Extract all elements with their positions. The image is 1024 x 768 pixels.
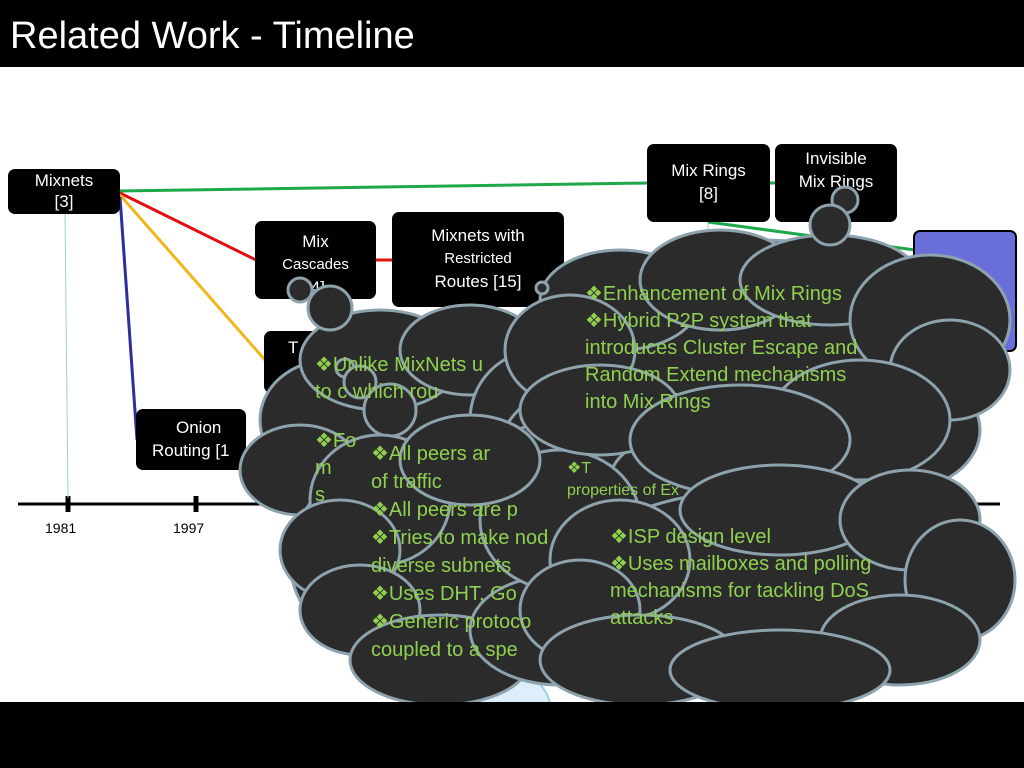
cloud-2-bullet-5: ❖Generic protoco [371, 611, 532, 633]
cloud-3-bullet-2d: into Mix Rings [585, 391, 711, 413]
blue-link-onion [118, 196, 139, 441]
cloud-1-bullet-1b: to c which rou [315, 381, 439, 403]
cloud-4-text: ❖T properties of Ex [567, 458, 679, 502]
cloud-2-bullet-1: ❖All peers ar [371, 443, 491, 465]
cloud-5-bullet-2c: attacks [610, 607, 674, 629]
cloud-2-bullet-2: ❖All peers are p [371, 499, 518, 521]
cloud-3-bullet-2b: introduces Cluster Escape and [585, 337, 858, 359]
box-mixnets[interactable]: Mixnets [3] [8, 169, 120, 214]
box-mixnets-restricted-line1: Mixnets with [431, 226, 525, 245]
cloud-1-bullet-1: ❖Unlike MixNets u [315, 354, 483, 376]
cloud-3-tail-left [534, 280, 550, 296]
cloud-2-bullet-3: ❖Tries to make nod [371, 527, 549, 549]
slide-title: Related Work - Timeline [10, 15, 415, 57]
cloud-5 [518, 463, 1017, 712]
cloud-5-bullet-1: ❖ISP design level [610, 526, 771, 548]
mixnets-year-connector [64, 212, 69, 499]
cloud-4-partial-1: ❖T [567, 460, 592, 477]
box-mix-cascades-line1: Mix [302, 232, 329, 251]
cloud-5-bullet-2b: mechanisms for tackling DoS [610, 580, 869, 602]
box-invisible-mix-rings-line2: Mix Rings [798, 172, 874, 191]
cloud-tail-cascades-1 [286, 276, 314, 304]
box-onion-routing-line1: Onion [176, 418, 222, 437]
cloud-5-text: ❖ISP design level ❖Uses mailboxes and po… [610, 524, 871, 632]
box-mix-cascades-line2: Cascades [282, 256, 349, 273]
box-mix-rings-line2: [8] [699, 184, 718, 203]
box-mix-rings[interactable]: Mix Rings [8] [647, 144, 770, 222]
cloud-2-bullet-5b: coupled to a spe [371, 639, 518, 661]
box-mixnets-restricted-line2: Restricted [444, 250, 512, 267]
green-link-mixrings [119, 181, 649, 193]
box-mix-rings-line1: Mix Rings [671, 161, 746, 180]
cloud-3-bullet-2c: Random Extend mechanisms [585, 364, 847, 386]
cloud-4-partial-2: properties of Ex [567, 482, 680, 499]
cloud-2-bullet-1b: of traffic [371, 471, 442, 493]
cloud-1-text: ❖Unlike MixNets u to c which rou ❖Fo m s [315, 352, 483, 509]
box-mixnets-restricted-line3: Routes [15] [434, 272, 522, 291]
box-mixnets-line2: [3] [54, 192, 74, 211]
box-onion-routing[interactable]: Onion Routing [1 [136, 409, 246, 470]
yellow-link-tarzan [118, 194, 267, 361]
cloud-1-tail-medium [342, 364, 378, 400]
cloud-2-bullet-3b: diverse subnets [371, 555, 512, 577]
box-tarzan-line1: T [288, 338, 299, 357]
cloud-2-bullet-4: ❖Uses DHT, Go [371, 583, 517, 605]
box-mixnets-line1: Mixnets [34, 171, 94, 190]
box-invisible-mix-rings-line1: Invisible [805, 149, 867, 168]
cloud-1-bullet-2c: s [315, 484, 325, 506]
cloud-3-bullet-1: ❖Enhancement of Mix Rings [585, 283, 842, 305]
box-mix-cascades[interactable]: Mix Cascades [4] [255, 221, 376, 299]
bottom-bar [0, 702, 1024, 768]
year-label-1981: 1981 [45, 520, 77, 536]
cloud-5-bullet-2: ❖Uses mailboxes and polling [610, 553, 872, 575]
year-label-1997: 1997 [173, 520, 205, 536]
cloud-3-bullet-2: ❖Hybrid P2P system that [585, 310, 812, 332]
cloud-1-bullet-2b: m [315, 457, 332, 479]
cloud-2-text: ❖All peers ar of traffic ❖All peers are … [371, 440, 548, 664]
red-link-cascades [119, 191, 257, 262]
box-mixnets-restricted[interactable]: Mixnets with Restricted Routes [15] [392, 212, 564, 307]
box-onion-routing-line2: Routing [1 [152, 441, 230, 460]
cloud-3-tail-large [808, 203, 852, 247]
cloud-1-bullet-2: ❖Fo [315, 430, 357, 452]
cloud-3-text: ❖Enhancement of Mix Rings ❖Hybrid P2P sy… [585, 281, 857, 416]
cloud-tail-cascades-2 [306, 284, 354, 332]
title-bar: Related Work - Timeline [0, 0, 1024, 67]
